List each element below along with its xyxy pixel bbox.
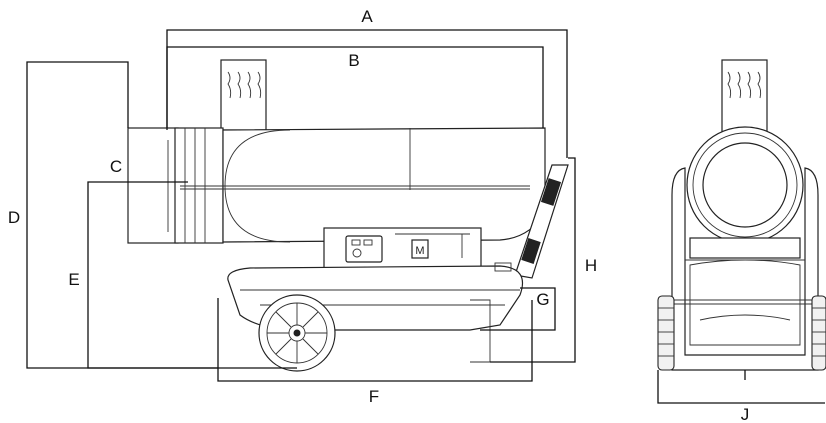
dimension-label-g: G [536,290,549,309]
dimension-label-h: H [585,256,597,275]
main-cylinder [180,127,546,243]
dimension-label-a: A [361,7,373,26]
wheel [258,294,336,372]
front-control-bar [689,237,801,259]
dimension-label-d: D [8,208,20,227]
dimension-label-c: C [110,157,122,176]
front-exhaust-stack [721,59,768,133]
dimension-label-e: E [68,270,79,289]
control-panel: M [323,227,482,271]
front-wheels [657,295,826,371]
dimension-label-f: F [369,387,379,406]
front-frame [671,167,819,371]
dimension-lines [26,29,576,382]
handle [514,164,569,279]
front-burner-ring [686,126,804,244]
panel-badge: M [415,245,424,257]
front-view: J [657,59,826,423]
rear-housing [127,127,224,244]
dimension-label-b: B [348,51,359,70]
dimension-label-j: J [741,405,750,423]
front-dimension-lines [657,370,825,404]
side-view: M [8,7,597,406]
exhaust-stack [220,59,267,131]
